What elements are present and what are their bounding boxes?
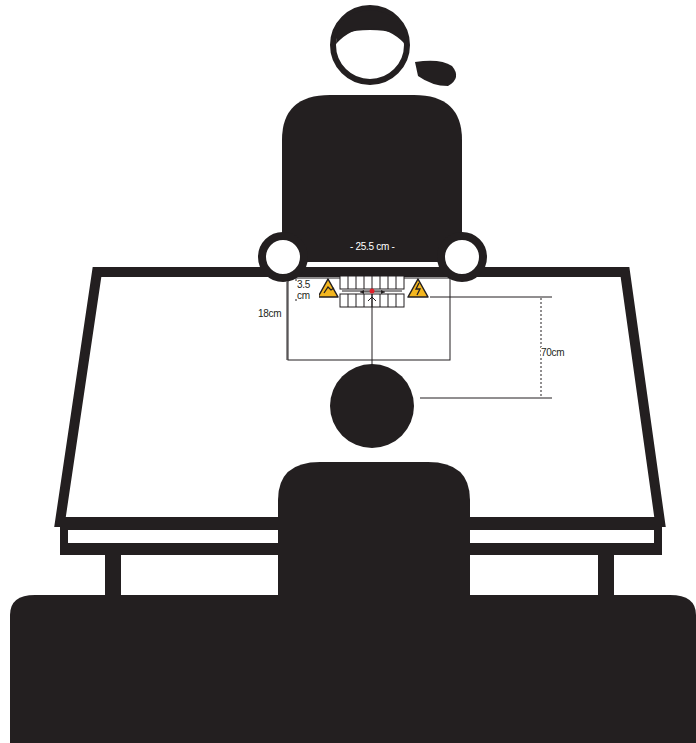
ponytail bbox=[415, 61, 456, 86]
electrode-cell bbox=[380, 294, 381, 307]
electrode-cell bbox=[364, 276, 365, 289]
dimension-label: - 25.5 cm - bbox=[350, 241, 395, 252]
warning-icon bbox=[408, 279, 428, 297]
far-hand-right bbox=[441, 236, 483, 278]
electrode-cell bbox=[364, 294, 365, 307]
electrode-cell bbox=[348, 294, 349, 307]
dimension-label: 18cm bbox=[258, 308, 281, 319]
electrode-cell bbox=[356, 276, 357, 289]
leader-line bbox=[372, 294, 373, 368]
dimension-label: 70cm bbox=[541, 347, 564, 358]
electrode-cell bbox=[372, 276, 373, 289]
electrode-cell bbox=[388, 294, 389, 307]
electrode-cell bbox=[356, 294, 357, 307]
center-dot bbox=[370, 289, 375, 294]
far-person-body bbox=[282, 95, 462, 262]
device-area bbox=[288, 278, 450, 360]
electrode-cell bbox=[396, 276, 397, 289]
electrode-cell bbox=[388, 276, 389, 289]
electrode-cell bbox=[348, 276, 349, 289]
warning-icon bbox=[318, 279, 338, 297]
near-person-head bbox=[330, 364, 414, 448]
dimension-label: 3.5 cm bbox=[297, 279, 319, 301]
near-person-body bbox=[278, 462, 470, 605]
dimension-line bbox=[287, 282, 288, 360]
near-person-shoulders bbox=[10, 595, 696, 743]
far-hand-left bbox=[262, 236, 304, 278]
far-person-head bbox=[333, 8, 407, 82]
electrode-cell bbox=[380, 276, 381, 289]
electrode-cell bbox=[396, 294, 397, 307]
